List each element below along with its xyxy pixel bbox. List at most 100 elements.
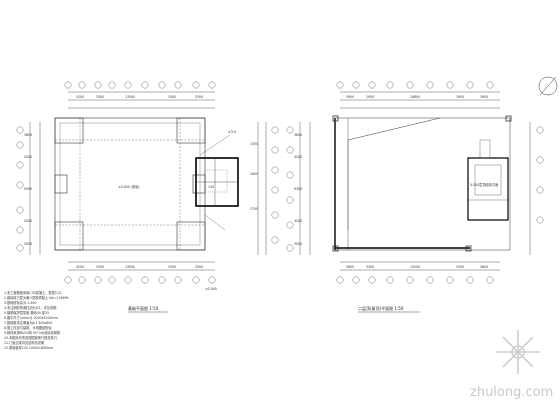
bottom-dim-5: 3300 [195, 265, 203, 269]
top-dim-3: 16800 [410, 95, 420, 99]
axis-bubble [286, 221, 294, 229]
axis-bubbles-bottom [336, 276, 494, 284]
pad-sw [54, 221, 84, 251]
core-label: 130 [208, 185, 214, 189]
north-arrow-icon [538, 76, 558, 96]
axis-bubble [446, 276, 454, 284]
axis-bubble [16, 244, 24, 252]
axis-bubble [406, 81, 414, 89]
axis-bubble [466, 276, 474, 284]
axis-bubbles-top [336, 81, 494, 89]
axis-bubble [286, 196, 294, 204]
general-notes: 1.本工程基础采用C30混凝土，垫层C15。 2.基础持力层为第②层粉质黏土 f… [4, 290, 68, 350]
axis-bubble [16, 181, 24, 189]
note-line: 9.砌体采用MU10砖 M7.5水泥砂浆砌筑 [4, 330, 61, 335]
north-arrow-needle [539, 76, 557, 96]
axis-bubble [286, 171, 294, 179]
bottom-dim-1: 3600 [346, 265, 354, 269]
axis-bubble [286, 126, 294, 134]
top-dim-5: 3900 [480, 95, 488, 99]
right-dim-1: 1550 [250, 142, 258, 146]
axis-bubble [141, 81, 149, 89]
axis-bubbles-top [64, 81, 216, 89]
outer-wall [54, 117, 206, 251]
axis-bubble [336, 81, 344, 89]
note-line: 2.基础持力层为第②层粉质黏土 fak=150kPa [4, 295, 68, 300]
foundation-plan [16, 81, 279, 284]
axis-bubble [208, 276, 216, 284]
note-line: 4.未注明的构造柱均为GZ，详见说明 [4, 305, 56, 310]
axis-bubbles-left [286, 126, 294, 252]
axis-bubble [466, 81, 474, 89]
axis-bubble [174, 276, 182, 284]
axis-bubble [16, 141, 24, 149]
pad-nw [54, 117, 84, 144]
axis-bubble [446, 81, 454, 89]
watermark-logo-icon [496, 330, 540, 374]
leader-1 [199, 134, 231, 156]
left-dim-1: 3600 [24, 133, 32, 137]
axis-bubble [108, 81, 116, 89]
axis-bubble [336, 276, 344, 284]
axis-bubble [368, 81, 376, 89]
roof-core-inner [474, 164, 502, 196]
axis-bubble [78, 276, 86, 284]
axis-bubble [78, 81, 86, 89]
note-line: 12.屋面板厚120 1000x1800mm [4, 345, 53, 350]
right-dim-2: 1800 [250, 172, 258, 176]
axis-bubble [271, 126, 279, 134]
note-line: 7.基础梁未注明者为JL1 300x600 [4, 320, 52, 325]
axis-bubble [426, 276, 434, 284]
roof-columns [332, 115, 512, 252]
left-dim-5: 3000 [294, 242, 302, 246]
top-dim-1: 4200 [76, 95, 84, 99]
note-line: 1.本工程基础采用C30混凝土，垫层C15。 [4, 290, 64, 295]
axis-bubble [192, 276, 200, 284]
bottom-dim-4: 3300 [168, 265, 176, 269]
note-line: 3.基础底标高为-1.500 [4, 300, 36, 305]
axis-bubble [406, 276, 414, 284]
bottom-dim-2: 3300 [96, 265, 104, 269]
axis-bubble [426, 81, 434, 89]
axis-bubble [368, 276, 376, 284]
axis-bubble [486, 81, 494, 89]
foundation-plan-text: 4200 3300 13500 3300 3300 4200 3300 1350… [24, 95, 258, 313]
axis-bubble [386, 81, 394, 89]
axis-bubble [536, 216, 544, 224]
roof-plan-caption: 二层顶(屋顶)平面图 1:50 [358, 305, 404, 311]
axis-bubble [271, 186, 279, 194]
left-dim-4: 4200 [294, 219, 302, 223]
axis-bubble [352, 276, 360, 284]
bottom-dim-1: 4200 [76, 265, 84, 269]
axis-bubble [271, 166, 279, 174]
axis-bubble [124, 81, 132, 89]
axis-bubble [108, 276, 116, 284]
top-dim-3: 13500 [125, 95, 135, 99]
roof-core-stair [479, 139, 491, 159]
roof-column [332, 245, 339, 252]
right-dim-3: 2700 [250, 207, 258, 211]
top-dim-5: 3300 [195, 95, 203, 99]
top-dim-4: 3300 [168, 95, 176, 99]
note-line: 11.门窗过梁详见结构总说明 [4, 340, 44, 345]
bottom-dim-5: 3600 [480, 265, 488, 269]
axis-bubble [536, 126, 544, 134]
bottom-dim-4: 3300 [456, 265, 464, 269]
slope-line [347, 117, 441, 141]
foundation-plan-caption: 基础平面图 1:50 [128, 305, 159, 311]
axis-bubble [536, 186, 544, 194]
note-line: 8.施工时应与建筑、水电图纸配合 [4, 325, 52, 330]
center-label: ±0.000 (底板) [118, 184, 140, 189]
left-dim-2: 4200 [294, 155, 302, 159]
roof-column [332, 115, 339, 122]
top-dim-4: 1950 [456, 95, 464, 99]
axis-bubble [386, 276, 394, 284]
axis-bubble [124, 276, 132, 284]
roof-plan [286, 76, 558, 284]
axis-bubble [536, 156, 544, 164]
axis-bubble [174, 81, 182, 89]
axis-bubble [192, 81, 200, 89]
bottom-dim-3: 13200 [410, 265, 420, 269]
note-line: 10.本图未尽事宜按国家现行规范执行 [4, 335, 58, 340]
pad-e [192, 174, 206, 194]
